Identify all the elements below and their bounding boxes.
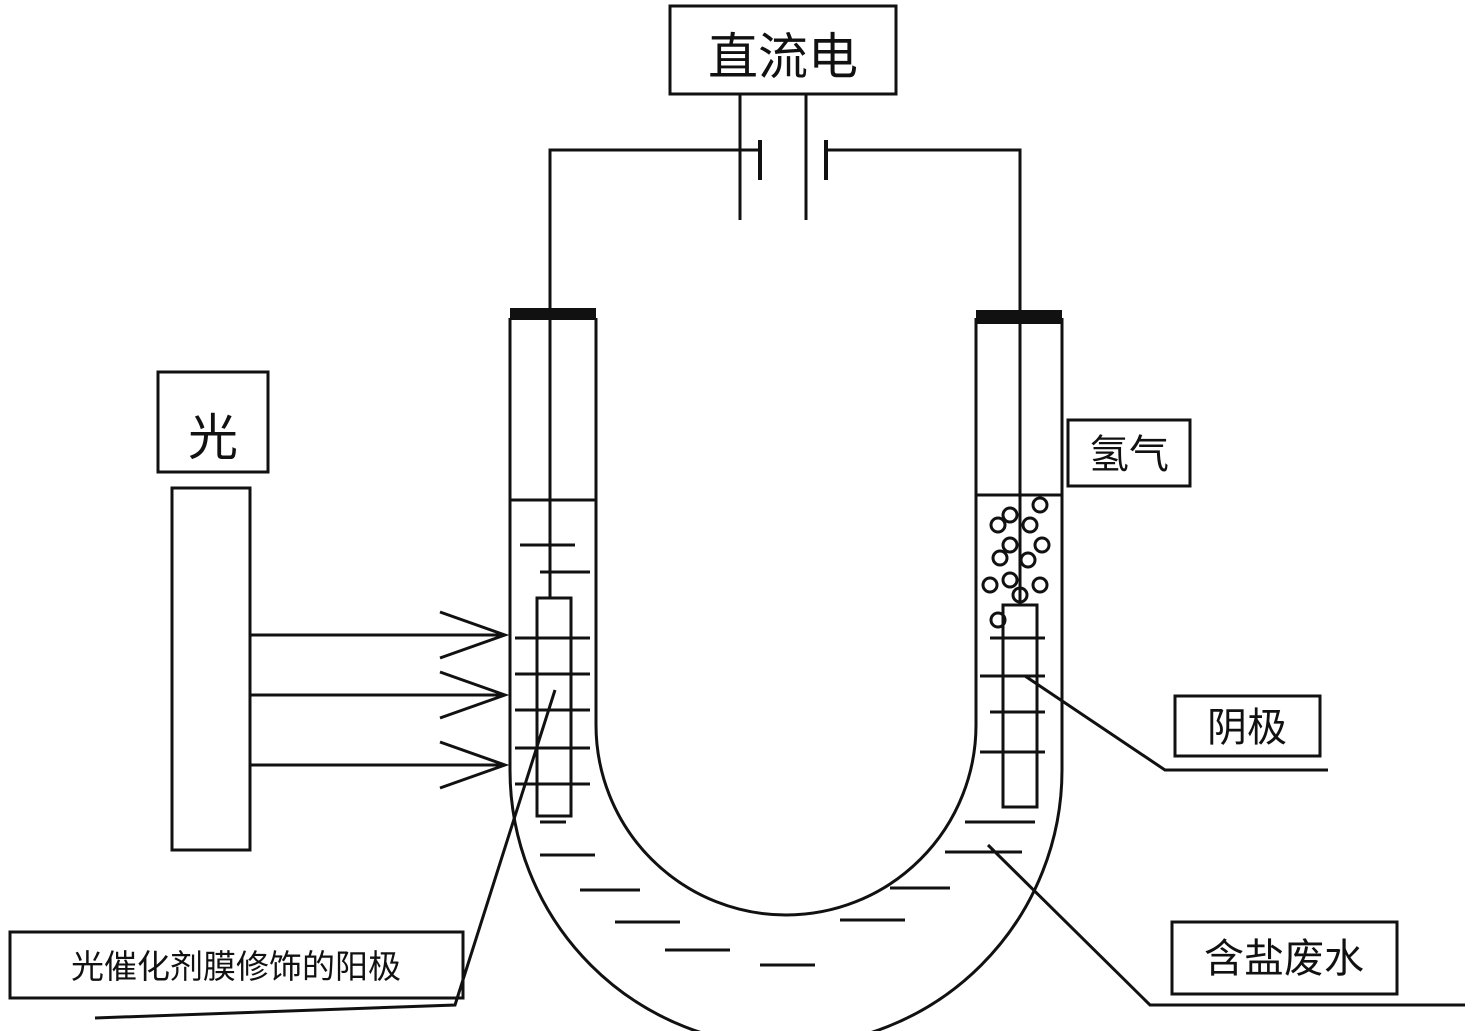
light-arrow xyxy=(250,610,510,660)
wastewater-label: 含盐废水 xyxy=(1204,936,1364,982)
anode-cap xyxy=(510,308,596,320)
photo-electrode-leader-line xyxy=(94,689,557,1020)
hydrogen-label-box xyxy=(1066,418,1192,488)
wastewater-lines xyxy=(520,543,1035,967)
hydrogen-label: 氢气 xyxy=(1089,432,1169,478)
cathode-cap xyxy=(976,310,1062,324)
light-arrow xyxy=(250,740,510,790)
photo-electrode-label: 光催化剂膜修饰的阳极 xyxy=(71,947,401,986)
u-tube-inner xyxy=(594,318,978,917)
light-label: 光 xyxy=(188,409,238,467)
cathode-label: 阴极 xyxy=(1207,705,1287,751)
cathode-plate xyxy=(1001,603,1039,809)
wastewater-leader-line xyxy=(986,843,1465,1007)
wire-right xyxy=(826,148,1022,312)
wire-left xyxy=(548,148,760,312)
light-label-box xyxy=(156,370,270,474)
power-label: 直流电 xyxy=(708,28,858,86)
wastewater-label-box xyxy=(1170,920,1399,996)
hydrogen-bubbles xyxy=(981,496,1051,629)
u-tube-outer xyxy=(508,318,1064,1031)
light-arrow xyxy=(250,670,510,720)
anode-plate xyxy=(535,596,573,818)
cathode-leader-line xyxy=(1024,674,1328,772)
cathode-label-box xyxy=(1173,694,1322,758)
power-box xyxy=(668,4,898,96)
light-source xyxy=(170,486,252,852)
photo-electrode-label-box xyxy=(8,930,465,1000)
